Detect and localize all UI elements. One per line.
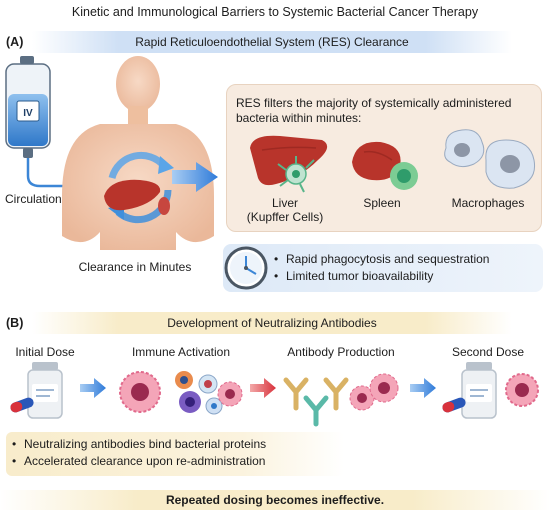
pill-icon-second [442, 397, 466, 413]
panel-a-heading-band: Rapid Reticuloendothelial System (RES) C… [32, 31, 512, 53]
panel-b-heading: Development of Neutralizing Antibodies [167, 316, 377, 330]
macrophage-icon-1 [444, 129, 485, 168]
iv-bag-icon [5, 56, 84, 188]
vial-icon-second [461, 362, 497, 419]
bullet-item: Neutralizing antibodies bind bacterial p… [12, 436, 342, 453]
spleen-icon [352, 141, 418, 190]
circulation-label: Circulation [5, 192, 62, 206]
bacteria-cells-icon [349, 373, 399, 411]
liver-label: Liver (Kupffer Cells) [240, 196, 330, 224]
clock-icon [224, 246, 268, 290]
clearance-minutes-label: Clearance in Minutes [78, 260, 192, 274]
antibodies-icon [283, 377, 349, 427]
liver-in-body-icon [104, 179, 170, 215]
kupffer-cell-icon [277, 156, 315, 193]
panel-b-heading-band: Development of Neutralizing Antibodies [32, 312, 512, 334]
macrophages-label: Macrophages [451, 196, 525, 210]
step-immune-activation: Immune Activation [131, 345, 231, 359]
res-description: RES filters the majority of systemically… [236, 96, 512, 125]
liver-label-line1: Liver [271, 196, 298, 210]
spleen-label: Spleen [363, 196, 401, 210]
bullet-item: Limited tumor bioavailability [274, 268, 540, 285]
arrow-b2-icon [250, 378, 276, 398]
arrow-b1-icon [80, 378, 106, 398]
immune-cell-second-icon [505, 373, 539, 407]
immune-cells-icon [119, 371, 243, 415]
panel-a-label: (A) [6, 35, 24, 49]
bullet-item: Rapid phagocytosis and sequestration [274, 251, 540, 268]
conclusion-band: Repeated dosing becomes ineffective. [0, 490, 550, 510]
step-second-dose: Second Dose [451, 345, 525, 359]
arrow-to-res-icon [172, 162, 218, 192]
liver-label-line2: (Kupffer Cells) [246, 210, 324, 224]
antibody-bullets: Neutralizing antibodies bind bacterial p… [12, 436, 342, 470]
bullet-item: Accelerated clearance upon re-administra… [12, 453, 342, 470]
vial-icon-initial [27, 362, 63, 419]
macrophage-icon-2 [485, 139, 536, 189]
clearance-bullets: Rapid phagocytosis and sequestration Lim… [274, 251, 540, 285]
liver-icon [250, 135, 328, 186]
step-initial-dose: Initial Dose [15, 345, 75, 359]
panel-a-heading: Rapid Reticuloendothelial System (RES) C… [135, 35, 409, 49]
step-antibody-production: Antibody Production [287, 345, 395, 359]
pill-icon-initial [10, 397, 34, 413]
arrow-b3-icon [410, 378, 436, 398]
iv-label: IV [23, 108, 33, 119]
figure-title: Kinetic and Immunological Barriers to Sy… [71, 5, 479, 19]
panel-b-label: (B) [6, 316, 24, 330]
conclusion-text: Repeated dosing becomes ineffective. [165, 493, 385, 507]
